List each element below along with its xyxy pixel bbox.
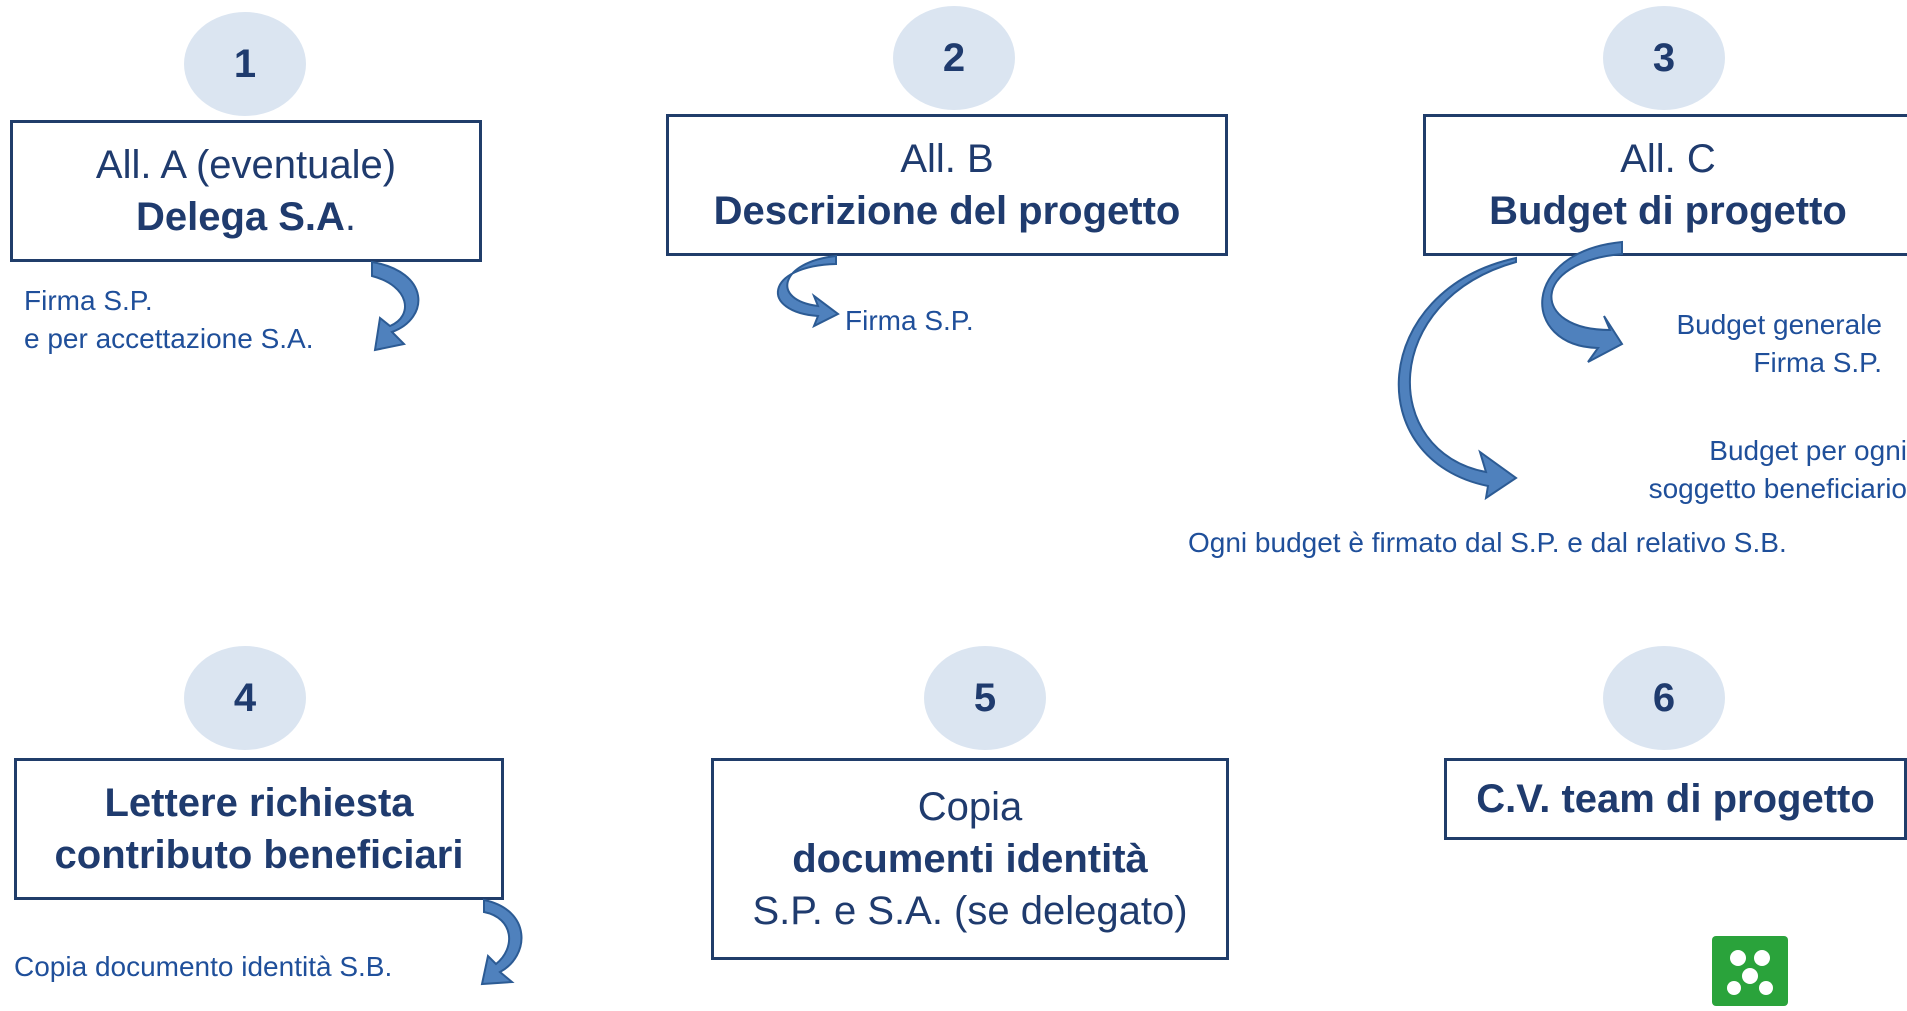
step-number-6: 6 [1603,646,1725,750]
step-1-line2: Delega S.A. [135,195,357,239]
step-box-4: Lettere richiesta contributo beneficiari [14,758,504,900]
step-3-footer-note: Ogni budget è firmato dal S.P. e dal rel… [1188,527,1787,558]
step-number-3: 3 [1603,6,1725,110]
step-5-line1: Copia [917,785,1023,829]
step-1-line1: All. A (eventuale) [95,143,397,187]
regione-lombardia-logo [1712,936,1788,1006]
step-box-5: Copia documenti identità S.P. e S.A. (se… [711,758,1229,960]
step-box-2: All. B Descrizione del progetto [666,114,1228,256]
step-4-note: Copia documento identità S.B. [14,951,393,982]
step-3-each-note: Budget per ogni soggetto beneficiario [1648,435,1907,504]
step-4-line1: Lettere richiesta [104,781,414,825]
step-3-general-note: Budget generale Firma S.P. [1676,309,1882,378]
step-box-3: All. C Budget di progetto [1423,114,1907,256]
step-6-line1: C.V. team di progetto [1476,777,1875,821]
step-2-note: Firma S.P. [845,305,974,336]
curved-arrow-icon [371,260,420,352]
step-2-line1: All. B [900,137,994,181]
step-box-6: C.V. team di progetto [1444,758,1907,840]
curved-arrow-icon [1541,240,1624,363]
step-4-line2: contributo beneficiari [54,833,464,877]
step-number-5: 5 [924,646,1046,750]
step-3-line1: All. C [1620,137,1716,181]
step-1-note: Firma S.P. e per accettazione S.A. [24,285,314,354]
curved-arrow-icon [480,898,523,986]
step-box-1: All. A (eventuale) Delega S.A. [10,120,482,262]
step-5-line2: documenti identità [792,837,1148,881]
step-2-line2: Descrizione del progetto [713,189,1181,233]
step-number-1: 1 [184,12,306,116]
curved-arrow-icon [1397,256,1518,501]
step-3-line2: Budget di progetto [1489,189,1847,233]
step-number-4: 4 [184,646,306,750]
step-number-2: 2 [893,6,1015,110]
step-5-line3: S.P. e S.A. (se delegato) [752,889,1188,933]
curved-arrow-icon [777,254,840,329]
